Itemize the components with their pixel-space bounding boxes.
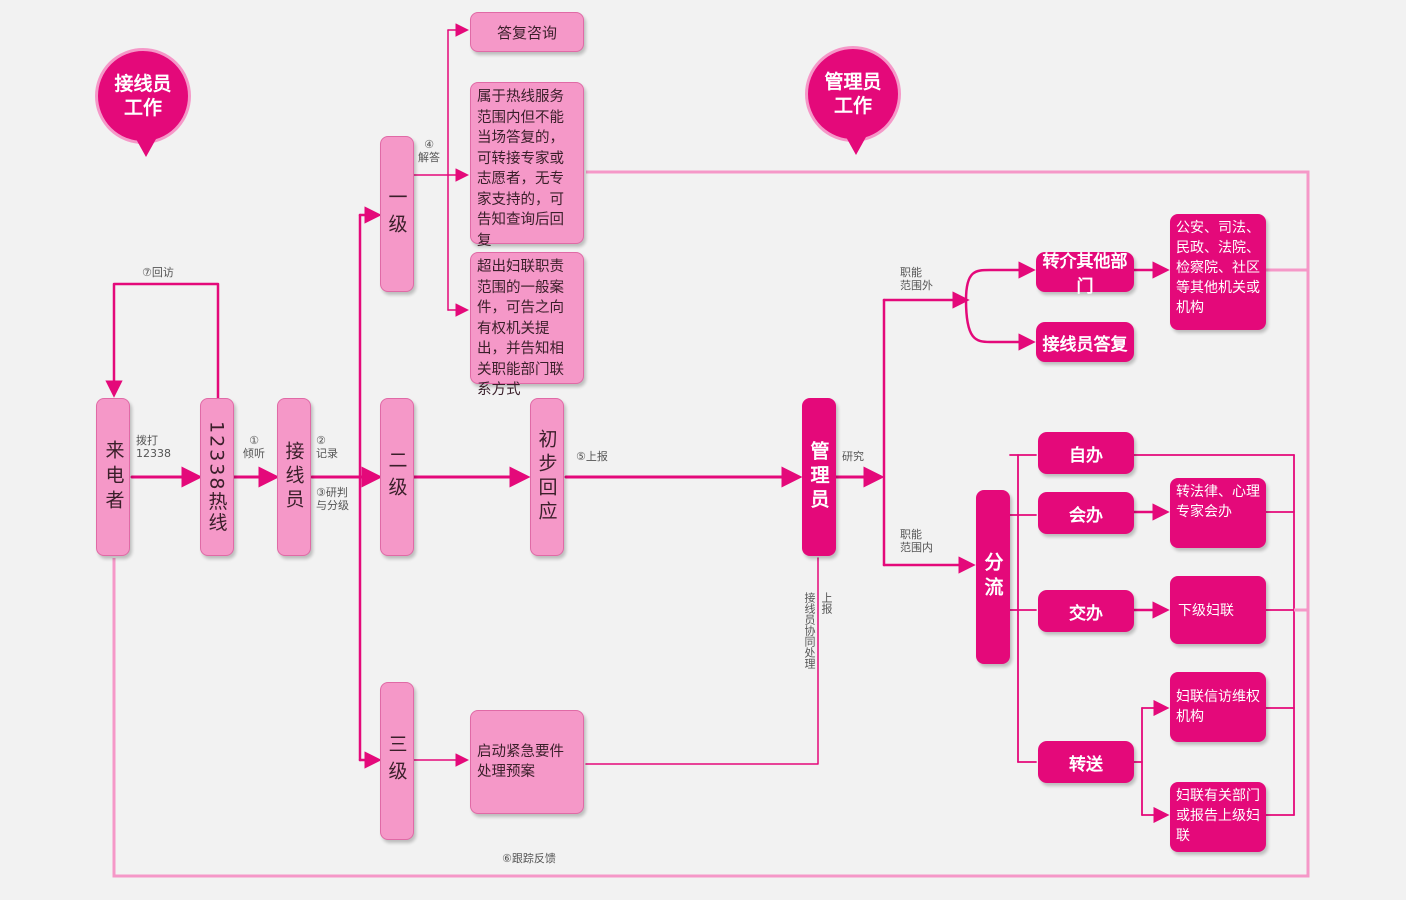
self-handle-label: 自办 [1069,445,1103,466]
federation-dept-node: 妇联有关部门或报告上级妇联 [1170,782,1266,852]
caller-label: 来电者 [102,439,125,515]
out-scope-spine [964,261,1036,302]
out-scope-spine2 [964,298,1036,351]
operator-work-title: 接线员 工作 [114,73,172,119]
hotline-node: 12338热线 [200,398,234,556]
public-orgs-node: 公安、司法、民政、法院、检察院、社区等其他机关或机构 [1170,214,1266,330]
transfer-send-label: 转送 [1069,754,1103,775]
refer-other-node: 转介其他部门 [1036,252,1134,297]
federation-dept-label: 妇联有关部门或报告上级妇联 [1176,788,1260,844]
admin-label: 管理员 [807,441,830,513]
assign-node: 交办 [1038,590,1134,632]
law-expert-node: 转法律、心理专家会办 [1170,478,1266,548]
report-up-label: ⑤上报 [576,450,608,463]
followup-label: ⑥跟踪反馈 [502,852,556,865]
initial-response-label: 初步回应 [535,429,558,525]
level1-node: 一级 [380,136,414,292]
study-label: 研究 [842,450,864,463]
law-expert-label: 转法律、心理专家会办 [1176,484,1260,520]
hotline-label: 12338热线 [205,420,228,534]
lower-federation-label: 下级妇联 [1178,603,1234,619]
bubble-tail-icon [846,137,866,155]
self-handle-node: 自办 [1038,432,1134,474]
answer-label: ④ 解答 [418,138,440,164]
beyond-scope-node: 超出妇联职责范围的一般案件，可告之向有权机关提出，并告知相关职能部门联系方式 [470,252,584,398]
level3-node: 三级 [380,682,414,840]
assign-label: 交办 [1069,603,1103,624]
scope-transfer-label: 属于热线服务范围内但不能当场答复的，可转接专家或志愿者，无专家支持的，可告知查询… [477,89,564,249]
bubble-tail-icon [136,139,156,157]
operator-label: 接线员 [282,441,305,513]
lower-federation-node: 下级妇联 [1170,576,1266,644]
in-scope-label: 职能 范围内 [900,528,933,554]
initial-response-node: 初步回应 [530,398,564,556]
level3-label: 三级 [385,734,408,788]
transfer-send-node: 转送 [1038,741,1134,783]
reply-consult-label: 答复咨询 [496,23,557,42]
petition-org-node: 妇联信访维权机构 [1170,672,1266,742]
beyond-scope-label: 超出妇联职责范围的一般案件，可告之向有权机关提出，并告知相关职能部门联系方式 [477,259,564,398]
petition-org-label: 妇联信访维权机构 [1176,689,1260,725]
revisit-loop [105,282,220,400]
admin-work-title: 管理员 工作 [824,71,882,117]
operator-node: 接线员 [277,398,311,556]
dial-label: 拨打 12338 [136,434,171,460]
out-scope-label: 职能 范围外 [900,266,933,292]
emergency-node: 启动紧急要件处理预案 [470,710,584,814]
public-orgs-label: 公安、司法、民政、法院、检察院、社区等其他机关或机构 [1176,220,1260,316]
report-assist-label: 上报 [820,592,833,614]
distribute-label: 分流 [981,552,1004,602]
distribute-node: 分流 [976,490,1010,664]
scope-transfer-node: 属于热线服务范围内但不能当场答复的，可转接专家或志愿者，无专家支持的，可告知查询… [470,82,584,249]
record-label: ② 记录 [316,434,338,460]
level2-node: 二级 [380,398,414,556]
caller-node: 来电者 [96,398,130,556]
operator-reply-node: 接线员答复 [1036,322,1134,362]
revisit-label: ⑦回访 [142,266,174,279]
joint-handle-label: 会办 [1069,505,1103,526]
operator-reply-label: 接线员答复 [1042,334,1128,355]
outer-feedback-loop [112,170,1310,878]
reply-consult-node: 答复咨询 [470,12,584,52]
admin-work-bubble: 管理员 工作 [805,46,901,155]
emergency-to-admin [585,557,819,765]
level2-label: 二级 [385,450,408,504]
admin-node: 管理员 [802,398,836,556]
judge-label: ③研判 与分级 [316,486,349,512]
operator-work-bubble: 接线员 工作 [95,48,191,157]
assist-handle-label: 接线员协同处理 [803,592,816,669]
refer-other-label: 转介其他部门 [1042,252,1128,297]
level1-label: 一级 [385,187,408,241]
emergency-label: 启动紧急要件处理预案 [477,743,564,781]
listen-label: ① 倾听 [243,434,265,460]
joint-handle-node: 会办 [1038,492,1134,534]
